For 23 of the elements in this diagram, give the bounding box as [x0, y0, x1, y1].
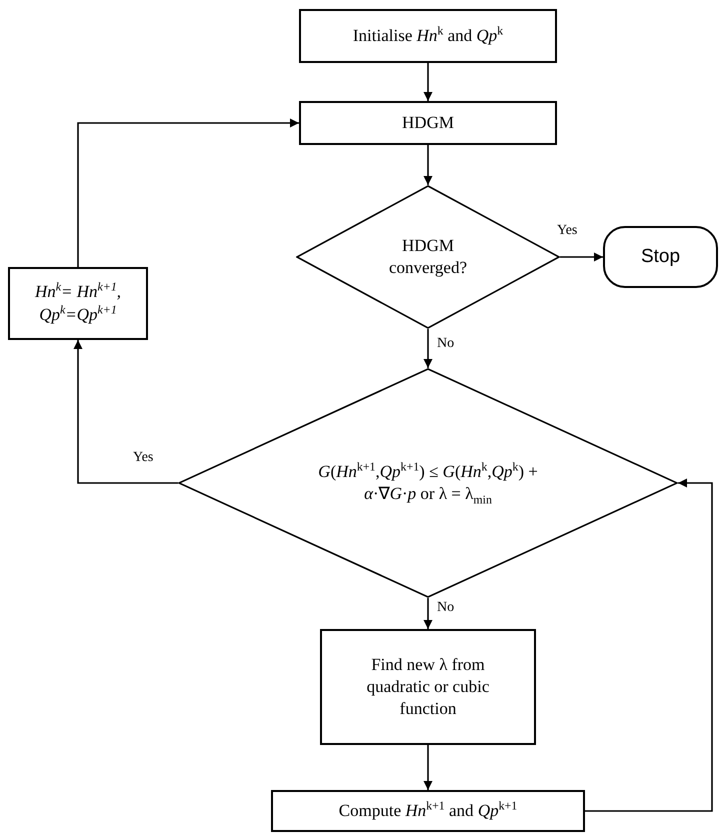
process-box	[320, 629, 536, 745]
node-text: Compute Hn$^{k+1}$ and Qp$^{k+1}$	[338, 800, 518, 822]
process-box	[299, 101, 557, 145]
process-box	[271, 790, 585, 832]
process-box	[8, 267, 148, 340]
arrow	[77, 118, 299, 267]
arrow	[424, 145, 432, 185]
node-text: HDGM converged?	[388, 234, 468, 279]
arrow	[424, 598, 432, 629]
arrow	[424, 745, 432, 790]
node-text: Hn$^{k}$= Hn$^{k+1}$, Qp$^{k}$=Qp$^{k+1}$	[34, 281, 122, 326]
process-box	[299, 9, 557, 63]
arrow	[424, 329, 432, 368]
arrow	[560, 252, 603, 262]
node-text: G(Hn$^{k+1}$,Qp$^{k+1}$) ≤ G(Hn$^{k}$,Qp$^{k}$) + α·∇G·p or λ = λ$_{min}$	[317, 460, 539, 506]
arrow	[585, 478, 713, 812]
arrow	[74, 340, 178, 484]
node-text: HDGM	[402, 112, 454, 134]
node-text: Find new λ from quadratic or cubic function	[366, 654, 490, 720]
terminal-box	[603, 226, 718, 288]
node-text: Stop	[640, 244, 680, 269]
node-text: Initialise Hn$^{k}$ and Qp$^{k}$	[352, 24, 504, 47]
arrow	[424, 63, 432, 101]
